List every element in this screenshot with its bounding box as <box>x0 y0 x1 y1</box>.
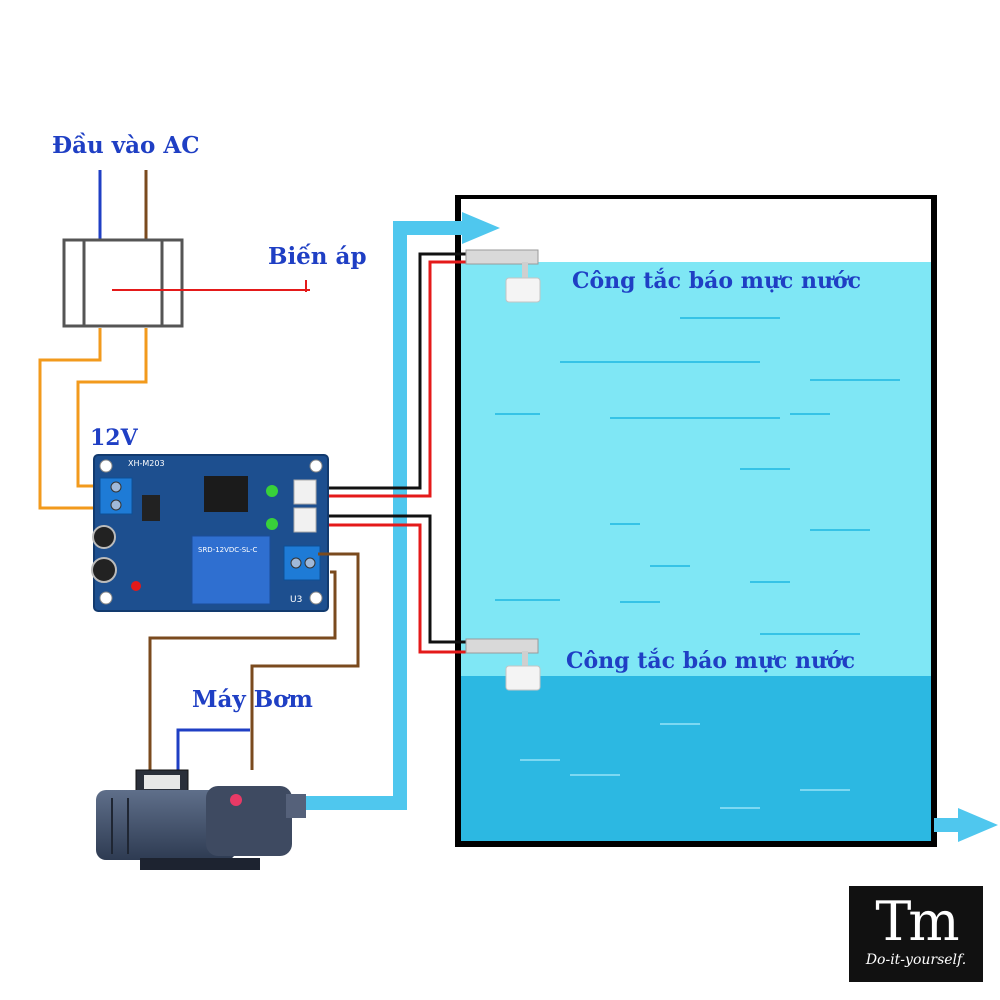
status-led <box>266 485 278 497</box>
sensor-connector <box>293 507 317 533</box>
transformer <box>62 238 310 328</box>
transformer-output-wires <box>38 328 148 510</box>
tank-water-upper <box>458 262 933 680</box>
water-ripples-deep <box>520 723 850 809</box>
relay-text: SRD-12VDC-SL-C <box>198 546 257 554</box>
water-ripples <box>495 317 900 635</box>
ac-input-wires <box>98 170 148 242</box>
sensor-connector <box>293 479 317 505</box>
pump-blue-wire <box>176 728 250 770</box>
relay <box>191 535 271 605</box>
status-led <box>266 518 278 530</box>
sensor-wires <box>320 252 470 654</box>
transformer-label: Biến áp <box>268 243 367 270</box>
float-switch-top <box>465 249 541 303</box>
ac-input-label: Đầu vào AC <box>52 132 200 159</box>
power-led <box>131 581 141 591</box>
brand-logo: Tm Do-it-yourself. <box>849 886 983 982</box>
capacitor <box>91 557 117 583</box>
u3-text: U3 <box>290 595 302 605</box>
pump-wires <box>148 552 360 770</box>
pump-label: Máy Bơm <box>192 686 313 713</box>
bottom-switch-label: Công tắc báo mực nước <box>566 648 856 674</box>
logo-tagline: Do-it-yourself. <box>865 952 967 968</box>
top-switch-label: Công tắc báo mực nước <box>572 268 862 294</box>
inlet-arrow <box>462 212 500 244</box>
capacitor <box>92 525 116 549</box>
water-pump <box>96 769 306 870</box>
tank-outline <box>455 196 937 847</box>
controller-board: XH-M203 SRD-12VDC-SL-C U3 <box>91 454 329 612</box>
outlet-arrow <box>958 808 998 842</box>
board-model-text: XH-M203 <box>128 459 165 468</box>
pump-motor <box>96 790 236 860</box>
outlet-pipe <box>934 808 998 842</box>
float-switch-bottom <box>465 638 541 691</box>
voltage-label: 12V <box>90 425 138 451</box>
logo-mark: Tm <box>875 890 959 953</box>
ic-chip <box>204 476 248 512</box>
water-tank <box>455 195 937 847</box>
